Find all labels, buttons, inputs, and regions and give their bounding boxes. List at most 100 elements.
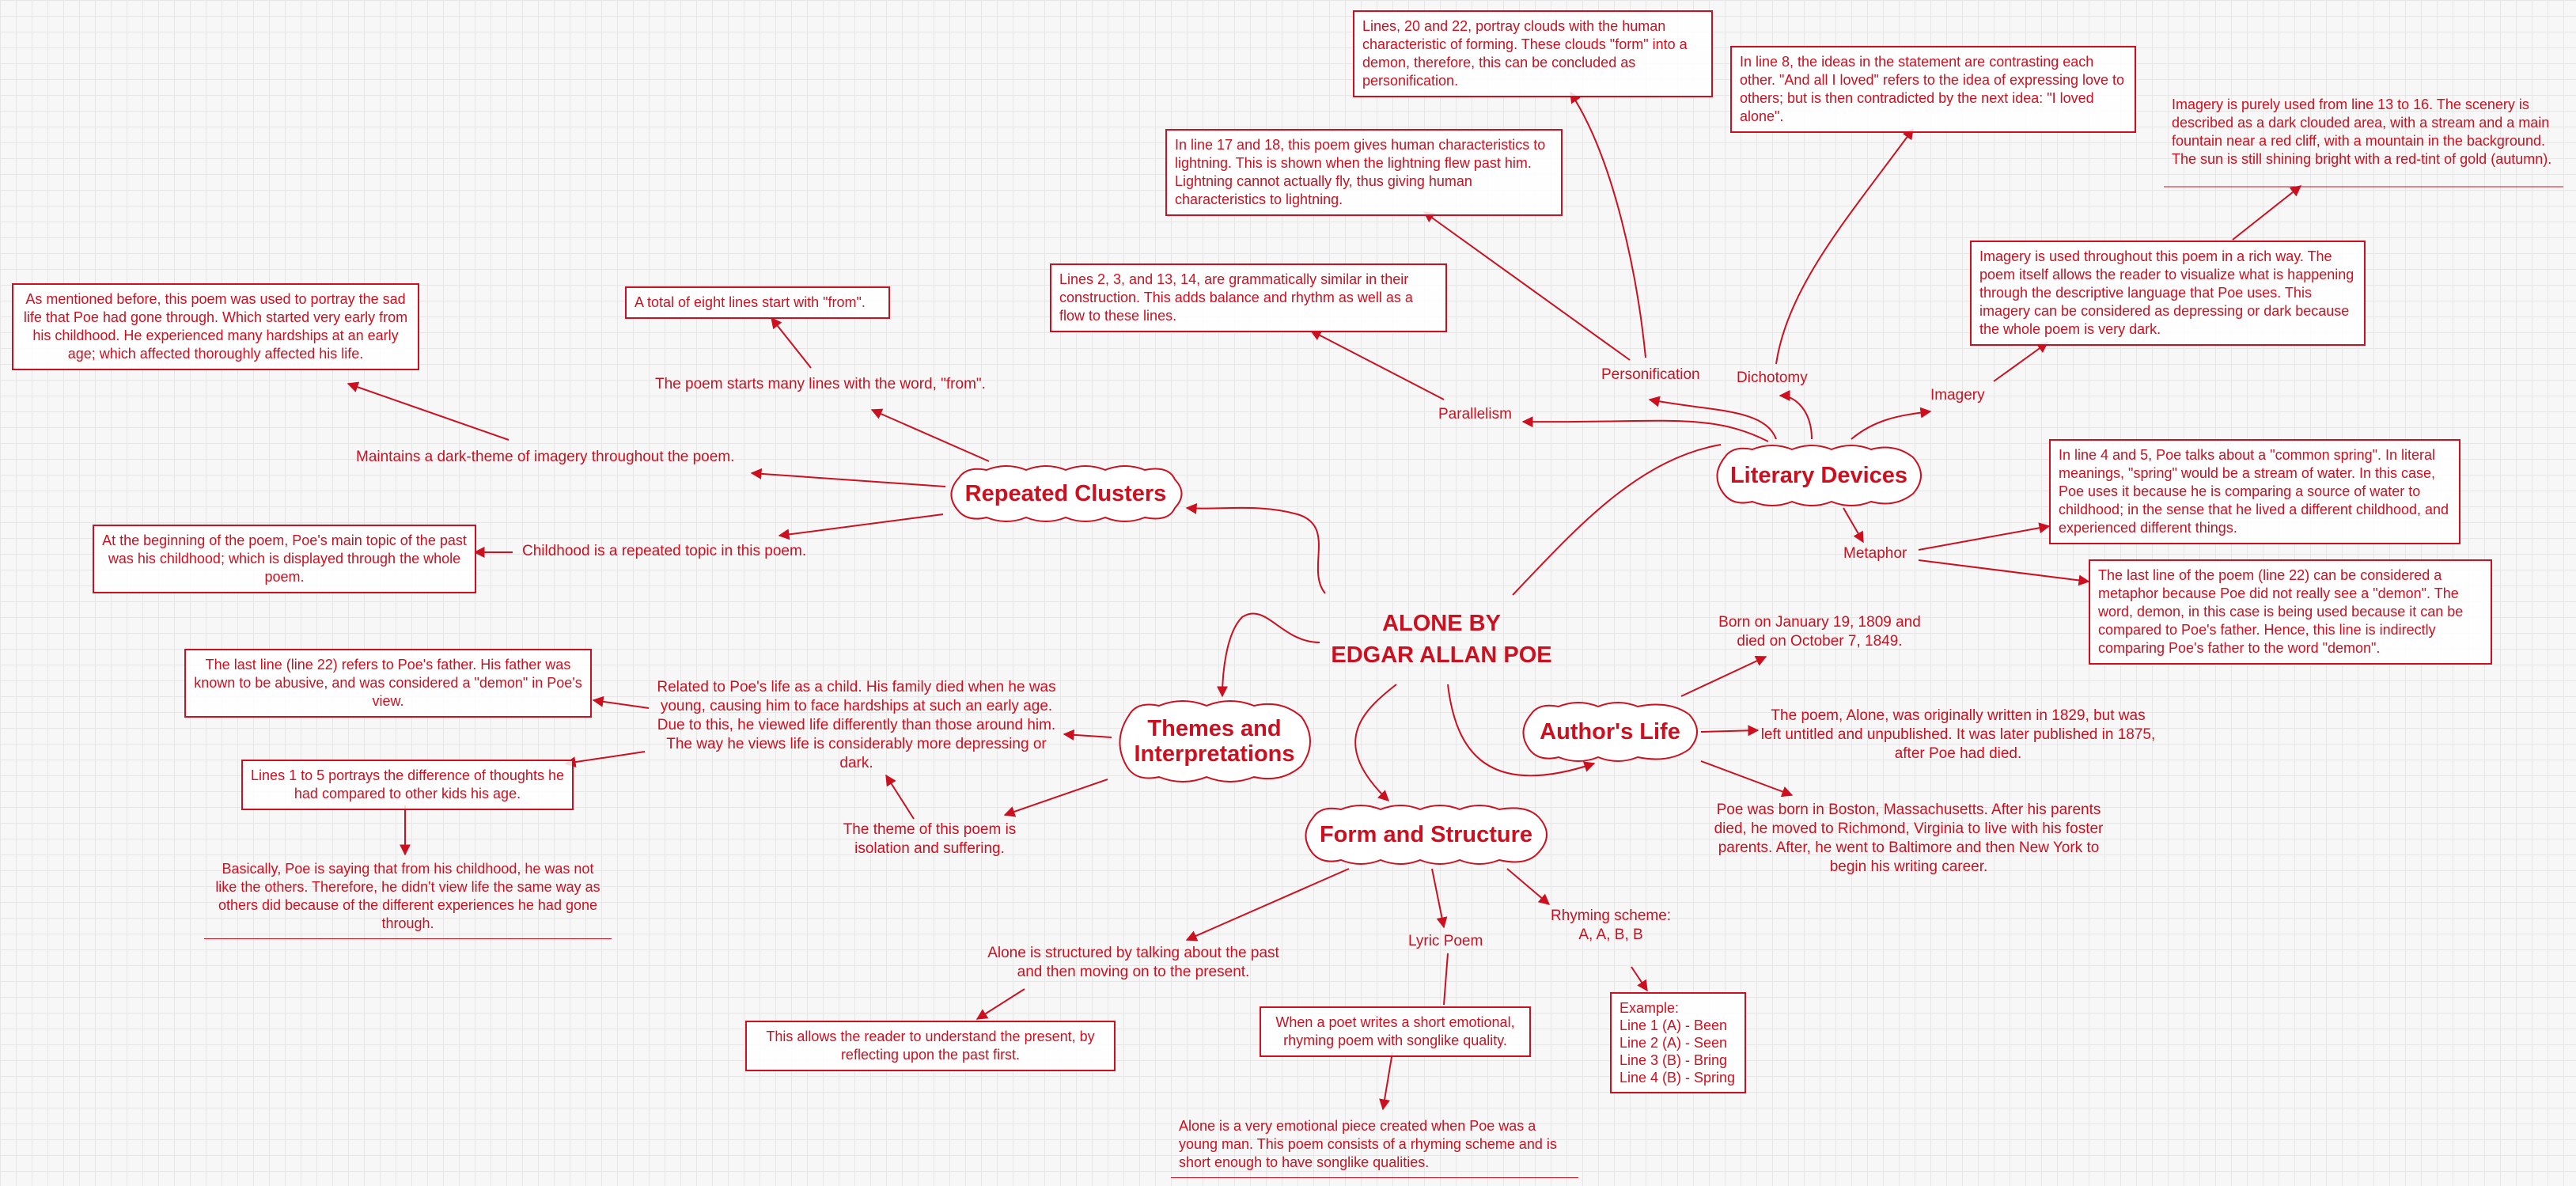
form-lyric-note[interactable]: When a poet writes a short emotional, rh…	[1260, 1006, 1531, 1057]
topic-themes[interactable]: Themes and Interpretations	[1112, 698, 1317, 785]
form-rhyme-label[interactable]: Rhyming scheme: A, A, B, B	[1551, 907, 1671, 945]
topic-themes-line1: Themes and	[1147, 716, 1282, 741]
central-topic[interactable]: ALONE BY EDGAR ALLAN POE	[1323, 608, 1560, 671]
metaphor-note1[interactable]: In line 4 and 5, Poe talks about a "comm…	[2049, 439, 2460, 544]
form-rhyme-label-line2: A, A, B, B	[1578, 926, 1643, 943]
link-themes-theme	[1003, 779, 1108, 817]
topic-authors-life[interactable]: Author's Life	[1515, 700, 1705, 764]
link-literary-parallelism	[1521, 416, 1769, 442]
topic-literary-devices[interactable]: Literary Devices	[1709, 443, 1929, 508]
link-lyric-note2	[1379, 1051, 1393, 1111]
author-written-label[interactable]: The poem, Alone, was originally written …	[1760, 707, 2156, 762]
cloud-shape	[1522, 702, 1698, 762]
themes-father-note[interactable]: The last line (line 22) refers to Poe's …	[184, 649, 592, 718]
link-dichotomy-note	[1775, 127, 1914, 365]
link-author-born	[1680, 655, 1767, 697]
imagery-note1[interactable]: Imagery is used throughout this poem in …	[1970, 241, 2366, 346]
link-literary-imagery	[1851, 407, 1932, 440]
topic-authors-life-label: Author's Life	[1540, 719, 1680, 745]
link-structure-note	[975, 988, 1025, 1020]
topic-form-structure[interactable]: Form and Structure	[1297, 803, 1555, 866]
link-author-written	[1700, 725, 1760, 737]
link-literary-metaphor	[1843, 507, 1864, 544]
cloud-shape	[1119, 700, 1311, 782]
link-themes-related	[1063, 729, 1112, 741]
form-example-line: Line 1 (A) - Been	[1619, 1017, 1728, 1033]
themes-basically-note[interactable]: Basically, Poe is saying that from his c…	[204, 854, 612, 939]
link-personification-note2	[1422, 211, 1631, 361]
topic-repeated-clusters-label: Repeated Clusters	[964, 481, 1167, 506]
form-example-note[interactable]: Example: Line 1 (A) - Been Line 2 (A) - …	[1610, 992, 1746, 1093]
central-title-line2: EDGAR ALLAN POE	[1331, 642, 1552, 668]
link-imagery-note2	[2232, 185, 2302, 241]
author-boston-label[interactable]: Poe was born in Boston, Massachusetts. A…	[1714, 801, 2104, 875]
form-lyric-note2[interactable]: Alone is a very emotional piece created …	[1171, 1112, 1578, 1178]
imagery-label[interactable]: Imagery	[1930, 387, 1985, 404]
themes-lines-note[interactable]: Lines 1 to 5 portrays the difference of …	[241, 760, 574, 810]
link-metaphor-note2	[1918, 559, 2090, 586]
themes-related-label[interactable]: Related to Poe's life as a child. His fa…	[657, 679, 1056, 771]
link-author-boston	[1700, 760, 1794, 798]
personification-label[interactable]: Personification	[1601, 366, 1700, 383]
link-central-form	[1354, 684, 1397, 801]
link-form-lyric	[1431, 868, 1448, 929]
link-repeated-from	[870, 408, 990, 462]
link-form-rhyme	[1506, 868, 1551, 905]
repeated-childhood-note[interactable]: At the beginning of the poem, Poe's main…	[93, 525, 476, 593]
link-repeated-dark	[750, 468, 946, 487]
dichotomy-note[interactable]: In line 8, the ideas in the statement ar…	[1730, 46, 2136, 133]
repeated-from-label[interactable]: The poem starts many lines with the word…	[655, 376, 986, 392]
link-central-repeated	[1185, 502, 1326, 594]
link-related-father	[592, 695, 650, 709]
parallelism-label[interactable]: Parallelism	[1438, 406, 1512, 422]
topic-repeated-clusters[interactable]: Repeated Clusters	[943, 464, 1188, 524]
central-title-line1: ALONE BY	[1382, 611, 1501, 636]
link-rhyme-example	[1631, 966, 1648, 992]
metaphor-note2[interactable]: The last line of the poem (line 22) can …	[2089, 559, 2492, 665]
form-structure-label[interactable]: Alone is structured by talking about the…	[987, 945, 1279, 980]
link-literary-personification	[1648, 396, 1777, 440]
link-imagery-note1	[1993, 342, 2049, 382]
link-central-themes	[1217, 612, 1320, 698]
link-repeated-childhood	[778, 513, 944, 540]
cloud-shape	[1305, 805, 1547, 865]
link-central-author	[1447, 684, 1596, 777]
form-rhyme-label-line1: Rhyming scheme:	[1551, 907, 1672, 924]
topic-themes-line2: Interpretations	[1134, 741, 1295, 767]
cloud-shape	[950, 465, 1183, 522]
metaphor-label[interactable]: Metaphor	[1843, 545, 1907, 562]
form-structure-note[interactable]: This allows the reader to understand the…	[745, 1021, 1116, 1071]
link-form-structure	[1185, 868, 1350, 942]
author-born-label[interactable]: Born on January 19, 1809 and died on Oct…	[1718, 614, 1921, 650]
form-example-line: Line 3 (B) - Bring	[1619, 1052, 1728, 1068]
themes-theme-label[interactable]: The theme of this poem is isolation and …	[843, 821, 1017, 857]
link-central-literary	[1512, 444, 1722, 596]
cloud-shape	[1716, 445, 1922, 506]
link-dark-note	[347, 381, 510, 441]
link-lyric-note	[1443, 953, 1449, 1006]
imagery-note2[interactable]: Imagery is purely used from line 13 to 1…	[2172, 97, 2552, 167]
link-from-note	[771, 316, 812, 369]
link-parallelism-note	[1309, 330, 1445, 400]
repeated-from-note[interactable]: A total of eight lines start with "from"…	[625, 286, 890, 319]
form-example-line: Line 4 (B) - Spring	[1619, 1070, 1736, 1086]
link-metaphor-note1	[1918, 522, 2051, 551]
repeated-dark-note[interactable]: As mentioned before, this poem was used …	[12, 283, 419, 370]
form-example-line: Line 2 (A) - Seen	[1619, 1035, 1728, 1051]
link-theme-up	[885, 774, 915, 820]
link-related-lines	[564, 751, 646, 768]
repeated-childhood-label[interactable]: Childhood is a repeated topic in this po…	[522, 543, 807, 559]
parallelism-note[interactable]: Lines 2, 3, and 13, 14, are grammaticall…	[1050, 263, 1447, 332]
personification-note1[interactable]: Lines, 20 and 22, portray clouds with th…	[1353, 10, 1713, 97]
form-lyric-label[interactable]: Lyric Poem	[1408, 933, 1483, 949]
topic-literary-devices-label: Literary Devices	[1729, 463, 1908, 488]
topic-themes-label: Themes and Interpretations	[1134, 716, 1294, 767]
topic-form-structure-label: Form and Structure	[1319, 822, 1533, 847]
repeated-dark-label[interactable]: Maintains a dark-theme of imagery throug…	[356, 449, 735, 465]
dichotomy-label[interactable]: Dichotomy	[1737, 369, 1808, 386]
personification-note2[interactable]: In line 17 and 18, this poem gives human…	[1165, 129, 1563, 216]
link-personification-note1	[1570, 91, 1646, 358]
form-example-title: Example:	[1619, 1000, 1680, 1016]
form-example-lines: Line 1 (A) - Been Line 2 (A) - Seen Line…	[1619, 1017, 1737, 1086]
